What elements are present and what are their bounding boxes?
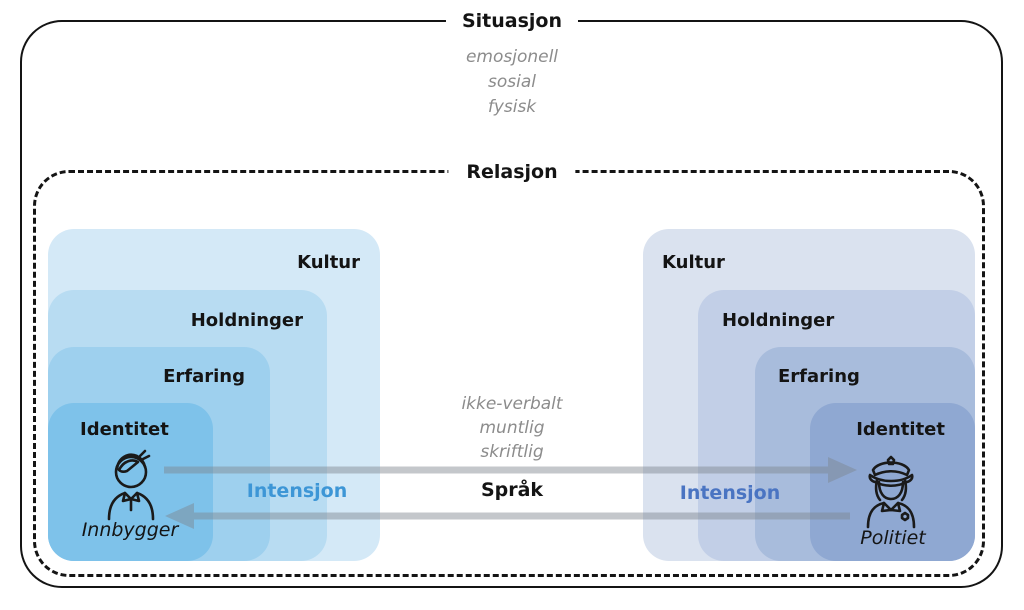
right-actor-label: Politiet [860, 527, 926, 549]
left-intention-label: Intensjon [246, 480, 348, 502]
police-officer-icon [866, 455, 916, 529]
aspect-item: sosial [488, 72, 536, 92]
right-layer-label-holdninger: Holdninger [722, 310, 835, 331]
right-layer-label-identitet: Identitet [856, 419, 945, 440]
situasjon-aspects: emosjonell sosial fysisk [0, 45, 1024, 120]
relasjon-title: Relasjon [448, 159, 576, 185]
right-layer-label-kultur: Kultur [662, 252, 725, 273]
left-layer-label-holdninger: Holdninger [190, 310, 303, 331]
citizen-icon [107, 449, 155, 521]
left-layer-label-identitet: Identitet [80, 419, 169, 440]
situasjon-title: Situasjon [445, 8, 579, 34]
right-intention-label: Intensjon [679, 482, 781, 504]
left-layer-label-erfaring: Erfaring [163, 366, 245, 387]
aspect-item: fysisk [487, 97, 537, 117]
language-mode-item: ikke-verbalt [461, 394, 563, 414]
language-modes: ikke-verbalt muntlig skriftlig [412, 392, 612, 464]
language-mode-item: muntlig [479, 418, 545, 438]
left-layer-identitet [48, 403, 213, 561]
language-label: Språk [480, 479, 544, 501]
left-actor-label: Innbygger [81, 519, 179, 541]
right-layer-label-erfaring: Erfaring [778, 366, 860, 387]
language-mode-item: skriftlig [480, 442, 544, 462]
left-layer-label-kultur: Kultur [297, 252, 360, 273]
aspect-item: emosjonell [465, 47, 559, 67]
